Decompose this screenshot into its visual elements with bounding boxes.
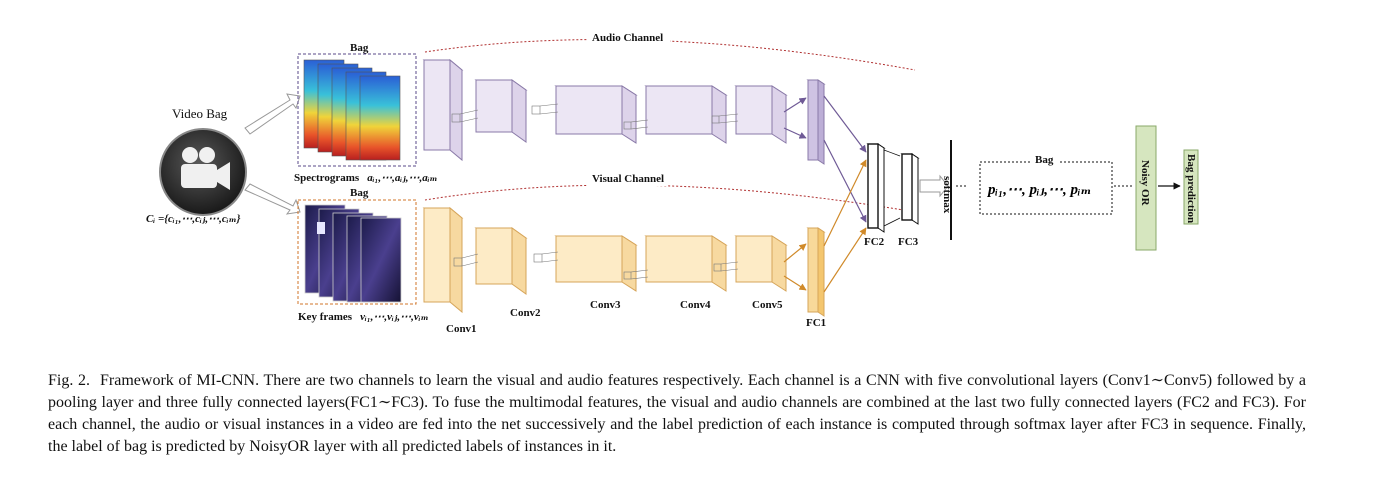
layer-label-fc1: FC1 <box>806 317 826 329</box>
output-math: pᵢ₁,⋯, pᵢⱼ,⋯, pᵢₘ <box>986 182 1091 198</box>
layer-label-conv5: Conv5 <box>752 299 783 311</box>
caption-text: Framework of MI-CNN. There are two chann… <box>48 372 1307 455</box>
layer-label-conv3: Conv3 <box>590 299 621 311</box>
visual-fc1-block <box>806 227 826 317</box>
audio-channel-label: Audio Channel <box>592 32 663 44</box>
camera-glyph-icon <box>181 147 230 190</box>
figure-number: Fig. 2. <box>48 372 91 389</box>
audio-kernel-lines <box>451 103 739 130</box>
visual-conv2-block <box>474 227 528 295</box>
to-visual-arrow <box>244 183 301 215</box>
keyframes-label: Key frames <box>298 311 353 323</box>
keyframes-caption: Key frames vᵢ₁,⋯,vᵢⱼ,⋯,vᵢₘ <box>298 307 429 324</box>
output-bag-label: Bag <box>1035 154 1054 166</box>
layer-label-conv2: Conv2 <box>510 307 541 319</box>
visual-bag-box <box>297 199 417 305</box>
to-softmax-arrow <box>919 174 949 198</box>
visual-conv5-block <box>734 235 788 292</box>
audio-conv3-block <box>554 85 638 144</box>
video-set-math: Cᵢ ={cᵢ₁,⋯,cᵢⱼ,⋯,cᵢₘ} <box>146 213 241 225</box>
layer-label-conv4: Conv4 <box>680 299 711 311</box>
layer-label-fc3: FC3 <box>898 236 919 248</box>
audio-channel-arc <box>424 39 916 71</box>
mi-cnn-framework-diagram: Video Bag Cᵢ ={cᵢ₁,⋯,cᵢⱼ,⋯,cᵢₘ} Bag Spec… <box>146 30 1199 335</box>
noisy-or-label: Noisy OR <box>1139 160 1151 207</box>
fc3-block <box>900 153 920 225</box>
noisy-or-layer <box>1135 125 1157 251</box>
keyframes-math: vᵢ₁,⋯,vᵢⱼ,⋯,vᵢₘ <box>360 311 429 323</box>
audio-conv1-block <box>422 58 464 162</box>
spectrograms-caption: Spectrograms aᵢ₁,⋯,aᵢⱼ,⋯,aᵢₘ <box>294 168 438 185</box>
audio-conv2-block <box>474 79 528 143</box>
keyframe-stack <box>304 204 402 303</box>
audio-conv4-block <box>644 85 728 144</box>
audio-conv5-block <box>734 85 788 144</box>
bag-prediction-box <box>1183 149 1199 225</box>
audio-bag-label: Bag <box>350 42 369 54</box>
softmax-label: softmax <box>941 176 953 214</box>
visual-conv3-block <box>554 235 638 292</box>
spectrograms-label: Spectrograms <box>294 172 360 184</box>
layer-label-fc2: FC2 <box>864 236 885 248</box>
visual-kernel-lines <box>453 251 739 280</box>
audio-fc1-block <box>806 79 826 165</box>
bag-prediction-label: Bag prediction <box>1185 154 1197 223</box>
to-audio-arrow <box>244 93 301 135</box>
video-bag-label: Video Bag <box>172 106 228 121</box>
visual-channel-label: Visual Channel <box>592 173 664 185</box>
visual-conv1-block <box>422 206 464 314</box>
fc2-block <box>866 143 886 233</box>
visual-conv4-block <box>644 235 728 292</box>
spectrogram-stack <box>303 59 401 161</box>
layer-label-conv1: Conv1 <box>446 323 477 335</box>
visual-bag-label: Bag <box>350 187 369 199</box>
figure-caption: Fig. 2.Framework of MI-CNN. There are tw… <box>48 370 1306 458</box>
visual-channel-arc <box>424 184 916 213</box>
spectrograms-math: aᵢ₁,⋯,aᵢⱼ,⋯,aᵢₘ <box>367 172 437 184</box>
